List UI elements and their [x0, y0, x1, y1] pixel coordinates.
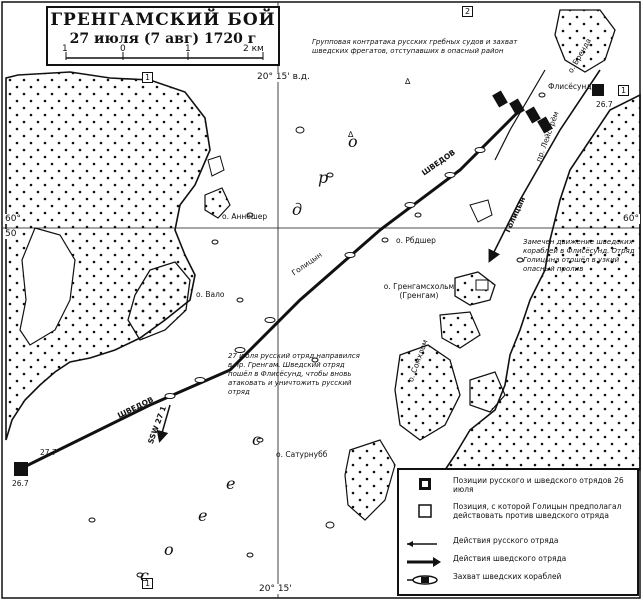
swedish-route [17, 108, 522, 472]
grid-square-1-right: 1 [618, 85, 629, 96]
lon-top-label: 20° 15' в.д. [256, 72, 311, 82]
grid-square-2: 2 [462, 6, 473, 17]
water-letter-4: е [226, 474, 236, 493]
scale-zero: 0 [120, 44, 126, 54]
note-july-27: 27 июля русский отряд направился в пр. Г… [228, 352, 360, 396]
grid-square-1: 1 [142, 72, 153, 83]
island-brenda [554, 9, 616, 73]
depth-markers: ∆ ∆ [347, 77, 411, 139]
lon-bottom-label: 20° 15' [258, 584, 293, 594]
water-letter-8: с [140, 566, 149, 585]
note-counterattack: Групповая контратака русских гребных суд… [312, 38, 518, 55]
swedish-route-date: 27.7 [40, 448, 57, 457]
position-square-icon [419, 478, 431, 490]
water-letter-1: о [348, 132, 358, 151]
island-west [5, 71, 211, 441]
map-title: ГРЕНГАМСКИЙ БОЙ [50, 10, 276, 30]
island-east [443, 93, 641, 471]
water-letter-7: с [252, 430, 261, 449]
lat-left-label: 60° [4, 214, 22, 224]
captured-ship-icon [407, 575, 438, 585]
place-rodsher: о. Рбдшер [396, 236, 436, 245]
place-anneshher: о. Аннешер [222, 212, 268, 221]
captured-ships-cluster [492, 90, 553, 134]
grid-square-1-bottom: 1 [142, 578, 153, 589]
scale-one: 1 [185, 44, 191, 54]
scale-bar: 1 0 1 2 км [58, 44, 268, 62]
thin-arrow-icon [407, 541, 437, 547]
place-vale: о. Вало [196, 290, 225, 299]
golitsyn-planned-position [475, 279, 489, 291]
svg-text:∆: ∆ [404, 77, 411, 86]
water-letter-3: д [292, 200, 303, 219]
water-letter-6: о [164, 540, 174, 559]
islets [88, 92, 546, 578]
island-somkholm [394, 344, 461, 441]
lat-mid-label: 50 [4, 229, 18, 239]
scale-one-left: 1 [62, 44, 68, 54]
legend: Позиции русского и шведского отрядов 26 … [397, 468, 639, 596]
ship-markers [164, 147, 486, 399]
russian-route [488, 69, 601, 263]
russian-position-date: 26.7 [596, 100, 613, 109]
wind-arrow [156, 404, 171, 443]
open-square-icon [418, 504, 432, 518]
place-grengam: о. Гренгамсхольм (Гренгам) [383, 282, 455, 300]
thick-arrow-icon [407, 557, 441, 567]
svg-text:∆: ∆ [347, 130, 354, 139]
swedish-start-position [14, 462, 28, 476]
island-vale [127, 261, 191, 341]
place-saturnubb: о. Сатурнубб [276, 450, 328, 459]
map-title-box: ГРЕНГАМСКИЙ БОЙ 27 июля (7 авг) 1720 г 1… [46, 6, 280, 66]
map-date: 27 июля (7 авг) 1720 г [69, 31, 257, 47]
scale-unit: 2 км [243, 44, 264, 54]
note-golitsyn-retreat: Замечен движение шведских кораблей в Фли… [523, 238, 635, 273]
place-flisesund: Флисёсунд [548, 82, 592, 91]
water-letter-5: е [198, 506, 208, 525]
swedish-position-date: 26.7 [12, 479, 29, 488]
water-letter-2: р [318, 168, 329, 187]
lat-right-label: 60° [622, 214, 640, 224]
